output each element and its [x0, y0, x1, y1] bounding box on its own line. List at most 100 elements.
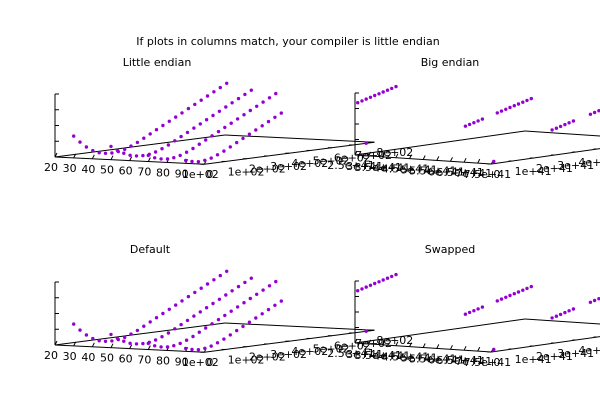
data-point [235, 140, 239, 145]
data-point [172, 156, 176, 160]
series-2 [492, 347, 496, 352]
y-tick-label: 4e+02 [291, 345, 328, 358]
series-2 [146, 279, 278, 349]
data-point [248, 296, 252, 301]
x-tick [477, 346, 481, 352]
data-point [197, 330, 201, 334]
data-point [191, 334, 195, 339]
data-point [467, 310, 472, 315]
data-point [360, 99, 364, 103]
data-point [364, 97, 368, 101]
data-point [165, 345, 170, 349]
data-point [153, 338, 158, 342]
data-point [218, 85, 222, 90]
x-tick [368, 151, 372, 157]
data-point [205, 94, 210, 98]
data-point [154, 316, 159, 320]
data-point [255, 292, 259, 296]
series-1 [109, 276, 253, 346]
x-tick-label: 7.5e+41 [464, 356, 511, 369]
data-point [154, 128, 159, 132]
data-point [204, 138, 208, 142]
data-point [492, 347, 496, 352]
x-axis-line [54, 344, 205, 353]
x-tick-label: 30 [63, 162, 77, 175]
data-point [235, 305, 240, 309]
x-tick-label: 6e+41 [428, 165, 465, 178]
x-tick-label: 6.5e+41 [436, 354, 483, 367]
data-point [110, 151, 114, 155]
x-tick-label: 1e+02 [182, 168, 219, 181]
data-point [184, 346, 188, 351]
data-point [390, 86, 394, 91]
data-point [115, 336, 120, 341]
data-point [165, 157, 170, 161]
data-point [159, 157, 163, 161]
data-point [173, 139, 177, 143]
y-tick-label: 4e+02 [291, 157, 328, 170]
series-4 [550, 109, 600, 132]
data-point [128, 341, 132, 345]
x-tick-label: 70 [137, 354, 151, 367]
data-point [129, 332, 133, 336]
y-axis-line [354, 318, 526, 344]
x-tick [54, 152, 58, 158]
data-point [521, 100, 525, 104]
data-point [191, 146, 195, 151]
data-point [385, 88, 390, 92]
x-tick-label: 5.5e+41 [409, 164, 456, 177]
series-1 [364, 141, 368, 145]
data-point [159, 345, 163, 349]
y-tick-label: 8e+02 [376, 146, 413, 159]
panel-title: Little endian [123, 56, 192, 69]
x-axis-far-line [524, 130, 600, 137]
data-point [495, 111, 499, 115]
data-point [381, 278, 385, 282]
data-point [260, 124, 264, 128]
data-point [390, 274, 394, 279]
data-point [84, 333, 89, 337]
y-tick-label: 1e+02 [228, 165, 265, 178]
data-point [356, 289, 360, 293]
data-point [558, 312, 563, 317]
x-tick [436, 156, 440, 161]
x-tick [110, 343, 114, 348]
data-point [216, 129, 221, 134]
y-tick-label: 3e+41 [557, 347, 594, 360]
data-point [185, 318, 190, 323]
data-point [146, 153, 150, 158]
y-tick-label: 2e+02 [249, 351, 286, 364]
data-point [109, 332, 113, 337]
data-point [178, 341, 182, 346]
x-axis-far-line [524, 318, 600, 325]
data-point [235, 117, 240, 121]
data-point [180, 111, 184, 115]
data-point [230, 101, 234, 105]
y-tick-label: 4e+41 [578, 344, 600, 357]
data-point [525, 98, 529, 103]
data-point [91, 336, 95, 341]
data-point [123, 335, 127, 340]
data-point [223, 125, 227, 130]
data-point [122, 339, 126, 343]
x-tick-label: 60 [119, 165, 133, 178]
data-point [563, 310, 567, 315]
data-point [224, 105, 228, 109]
y-tick-label: 1e+41 [515, 165, 552, 178]
data-point [463, 312, 468, 316]
data-point [172, 344, 176, 348]
data-point [198, 122, 202, 126]
data-point [78, 140, 82, 144]
series-3 [184, 111, 283, 164]
data-point [129, 144, 133, 148]
x-tick [395, 341, 399, 346]
data-point [242, 301, 246, 305]
x-tick-label: 7e+41 [455, 167, 492, 180]
x-tick [147, 157, 151, 162]
data-point [179, 322, 183, 327]
y-tick-label: 3e+02 [270, 160, 307, 173]
data-point [274, 91, 278, 96]
x-tick [409, 342, 412, 347]
